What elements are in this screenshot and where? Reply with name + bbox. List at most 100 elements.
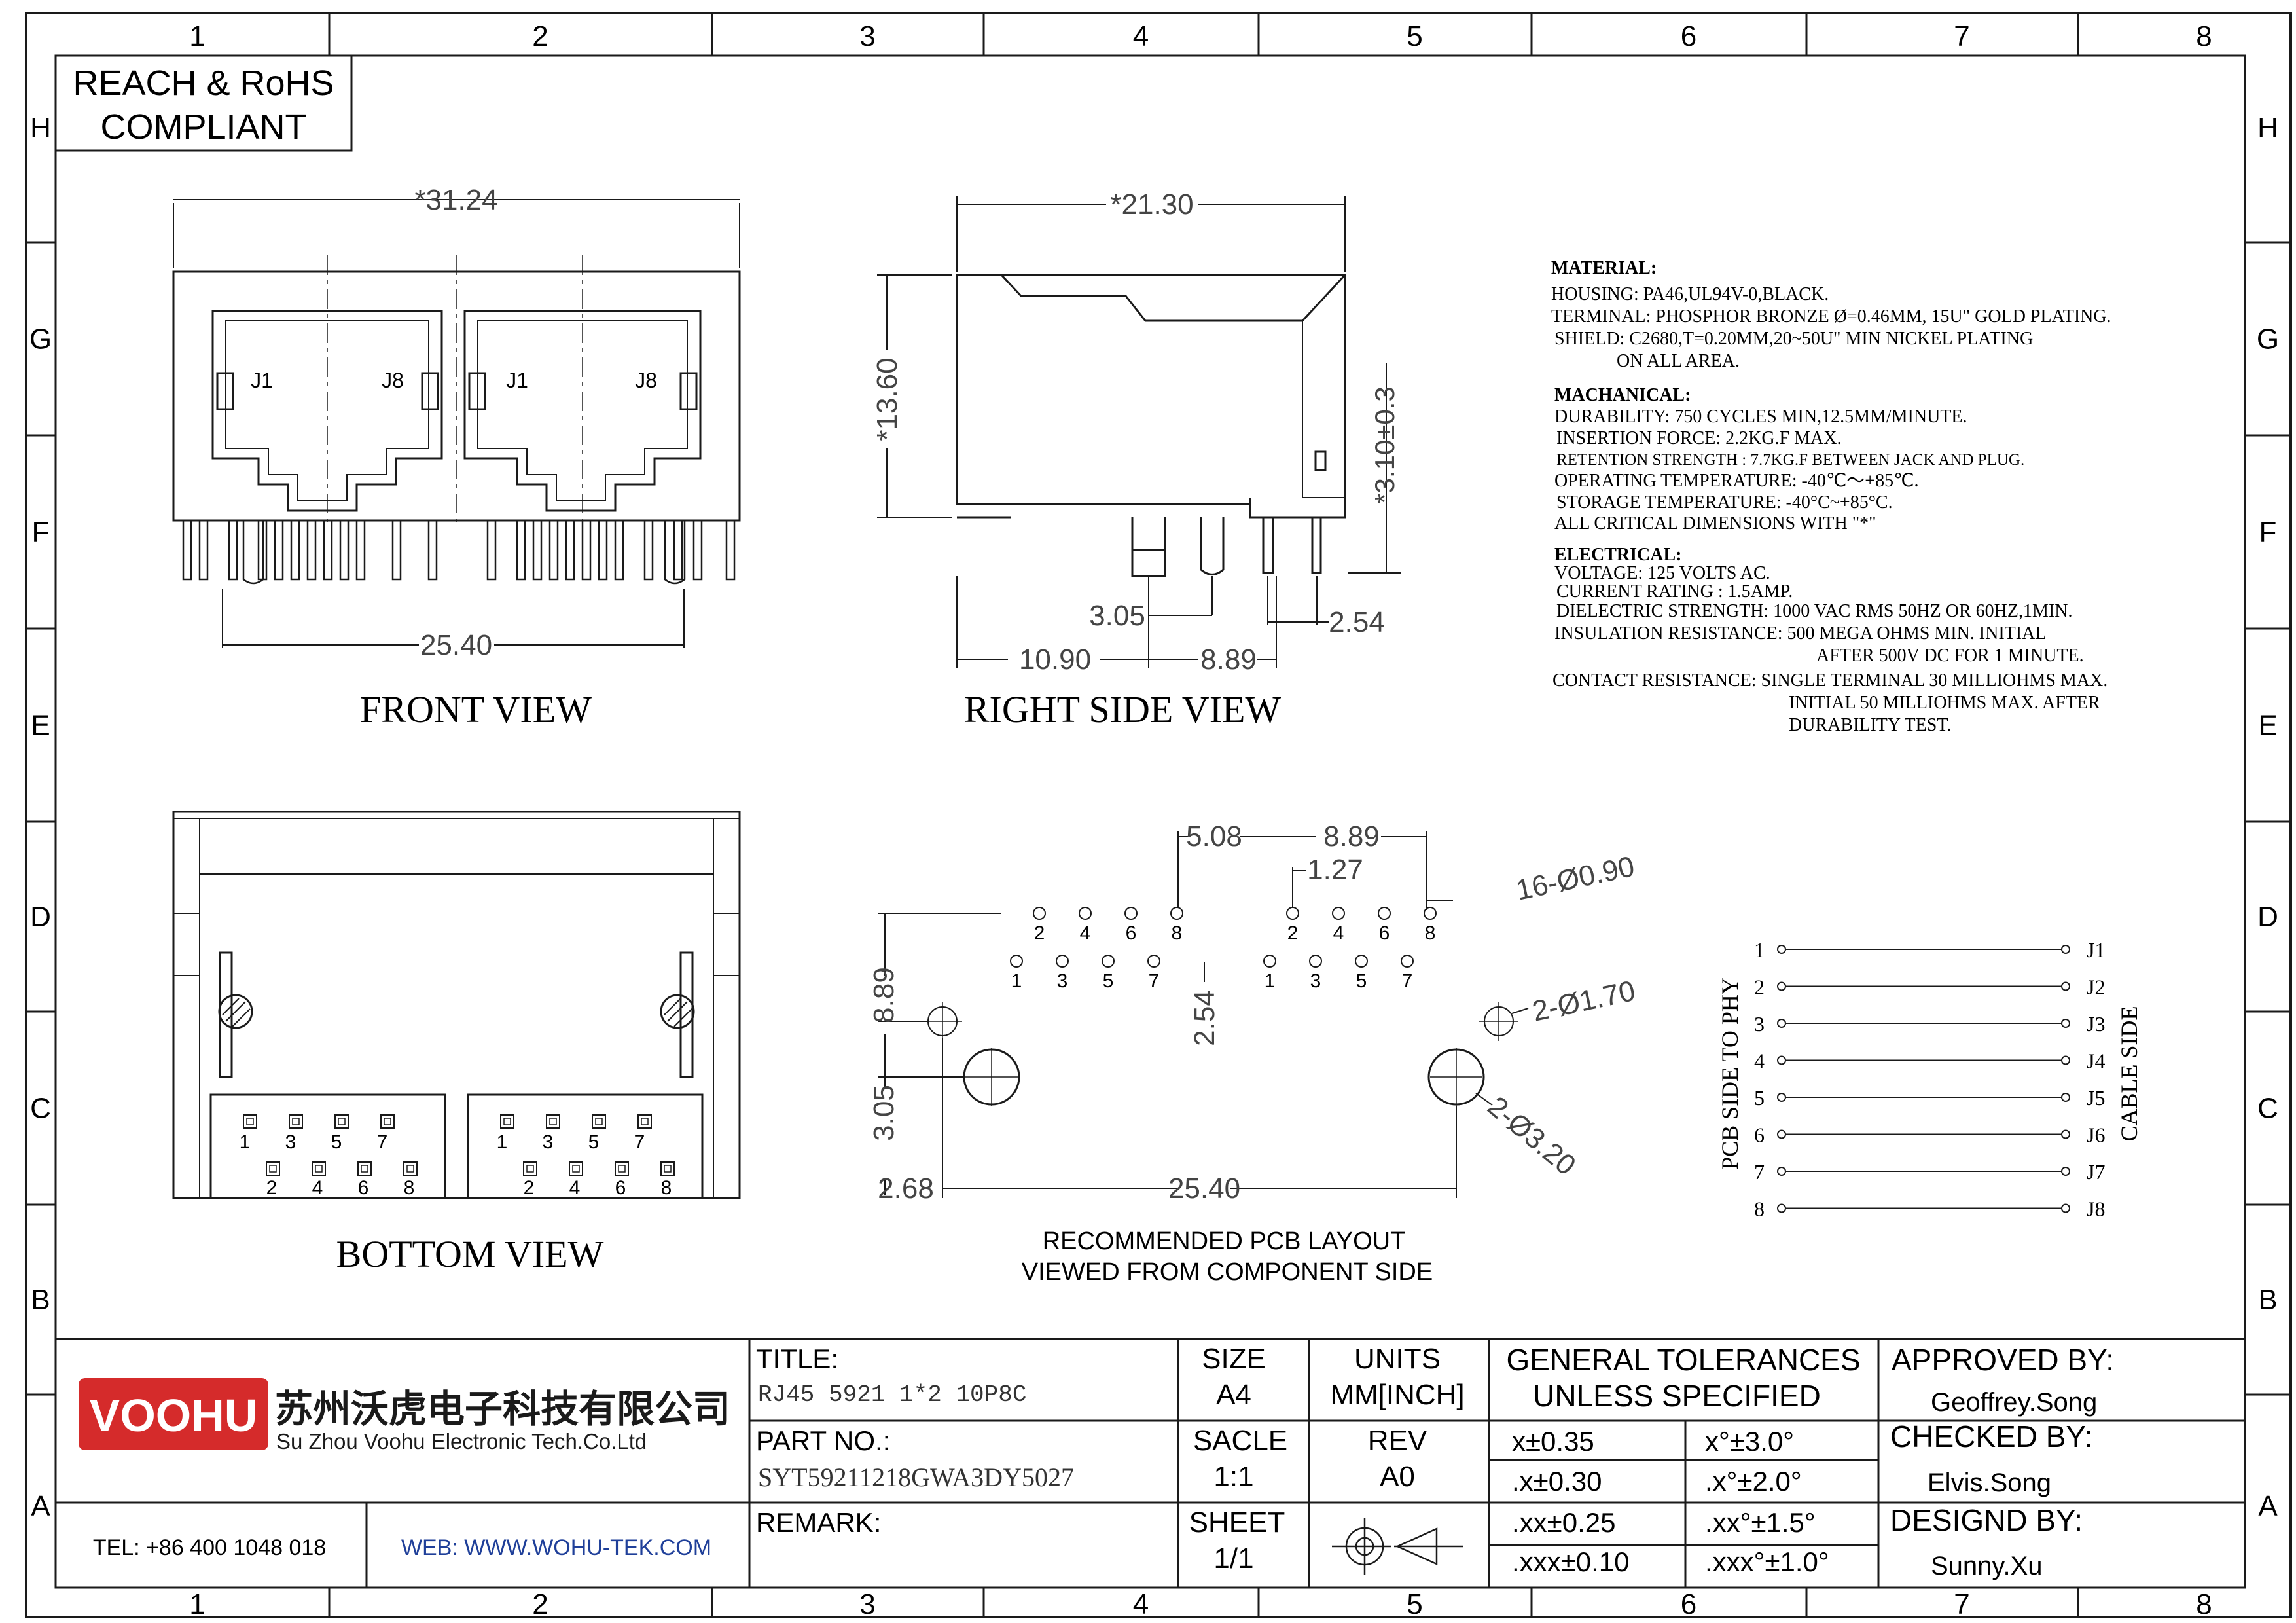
bottom-pin-label: 8 xyxy=(404,1177,415,1199)
grid-column-label: 3 xyxy=(859,20,875,52)
grid-column-label: 1 xyxy=(189,20,205,52)
bottom-pin-label: 3 xyxy=(285,1131,296,1153)
spec-mechanical-title: MACHANICAL: xyxy=(1554,385,1691,405)
tolerances-title-2: UNLESS SPECIFIED xyxy=(1533,1379,1821,1413)
wiring-node xyxy=(2061,1055,2070,1065)
bottom-pin-label: 6 xyxy=(615,1177,626,1199)
grid-column-label: 2 xyxy=(532,20,548,52)
front-label-j8-b: J8 xyxy=(635,369,657,392)
wiring-node xyxy=(2061,1093,2070,1102)
bottom-pad-inner xyxy=(361,1165,368,1173)
front-pin xyxy=(198,520,209,581)
designed-label: DESIGND BY: xyxy=(1890,1503,2083,1537)
tolerance-angular: .xx°±1.5° xyxy=(1705,1507,1816,1538)
sheet-label: SHEET xyxy=(1189,1506,1285,1539)
side-dim-1090: 10.90 xyxy=(1019,644,1091,676)
spec-electrical-line: VOLTAGE: 125 VOLTS AC. xyxy=(1554,563,1770,583)
pcb-hole xyxy=(1079,907,1092,920)
pcb-hole xyxy=(1286,907,1299,920)
wiring-cable-pin: J2 xyxy=(2087,976,2105,999)
bottom-pad xyxy=(660,1161,675,1176)
tolerance-linear: .xxx±0.10 xyxy=(1512,1546,1629,1577)
compliance-box xyxy=(54,54,353,152)
title-label: TITLE: xyxy=(756,1343,838,1374)
checked-value: Elvis.Song xyxy=(1928,1468,2051,1497)
right-side-view xyxy=(877,196,1401,668)
wiring-cable-pin: J1 xyxy=(2087,938,2105,962)
rev-value: A0 xyxy=(1380,1461,1415,1493)
front-pin xyxy=(391,520,402,581)
grid-column-label: 3 xyxy=(859,1588,875,1620)
front-view xyxy=(172,199,741,648)
spec-electrical-line: AFTER 500V DC FOR 1 MINUTE. xyxy=(1816,646,2084,666)
spec-electrical-line: INSULATION RESISTANCE: 500 MEGA OHMS MIN… xyxy=(1554,623,2046,644)
spec-material-line: ON ALL AREA. xyxy=(1617,351,1740,371)
pcb-hole xyxy=(1355,955,1368,968)
bottom-pin-label: 2 xyxy=(266,1177,278,1199)
wiring-node xyxy=(2061,981,2070,991)
front-pin xyxy=(614,520,624,581)
pcb-pin-label: 1 xyxy=(1011,970,1022,992)
wiring-pcb-pin: 7 xyxy=(1754,1160,1765,1184)
bottom-pin-label: 1 xyxy=(240,1131,251,1153)
pcb-dim-254: 2.54 xyxy=(1189,990,1221,1046)
pcb-hole xyxy=(1378,907,1391,920)
grid-row-label: D xyxy=(30,901,51,933)
grid-row-label: E xyxy=(31,710,50,742)
spec-electrical-line: DIELECTRIC STRENGTH: 1000 VAC RMS 50HZ O… xyxy=(1556,601,2072,621)
side-dim-length: *21.30 xyxy=(1110,189,1193,221)
wiring-pcb-pin: 2 xyxy=(1754,976,1765,999)
bottom-pin-label: 7 xyxy=(634,1131,645,1153)
title-value: RJ45 5921 1*2 10P8C xyxy=(758,1381,1026,1408)
front-label-j8-a: J8 xyxy=(382,369,404,392)
wiring-cable-pin: J7 xyxy=(2087,1160,2105,1184)
company-name-cn: 苏州沃虎电子科技有限公司 xyxy=(275,1388,730,1431)
front-pin xyxy=(692,520,703,581)
grid-row-label: B xyxy=(2258,1284,2277,1316)
grid-column-label: 1 xyxy=(189,1588,205,1620)
pcb-hole xyxy=(1263,955,1276,968)
pcb-dim-2540: 25.40 xyxy=(1168,1173,1240,1205)
bottom-pad xyxy=(569,1161,583,1176)
grid-column-label: 8 xyxy=(2196,1588,2212,1620)
part-number-label: PART NO.: xyxy=(756,1425,890,1456)
tolerance-linear: .x±0.30 xyxy=(1512,1466,1602,1497)
wiring-node xyxy=(2061,1167,2070,1176)
wiring-pcb-pin: 6 xyxy=(1754,1123,1765,1147)
spec-mechanical-line: OPERATING TEMPERATURE: -40℃～+85℃. xyxy=(1554,471,1919,491)
tolerances-title-1: GENERAL TOLERANCES xyxy=(1506,1343,1860,1377)
grid-row-label: C xyxy=(30,1093,51,1125)
pcb-pin-label: 3 xyxy=(1310,970,1321,992)
grid-row-label: B xyxy=(31,1284,50,1316)
spec-mechanical-line: STORAGE TEMPERATURE: -40°C~+85°C. xyxy=(1556,492,1893,513)
grid-column-label: 6 xyxy=(1681,1588,1696,1620)
bottom-pad xyxy=(523,1161,537,1176)
grid-row-label: C xyxy=(2257,1093,2278,1125)
bottom-pin-label: 8 xyxy=(661,1177,672,1199)
bottom-pad xyxy=(637,1114,652,1129)
grid-row-label: H xyxy=(2257,112,2278,144)
contact-tel: TEL: +86 400 1048 018 xyxy=(93,1535,326,1560)
front-label-j1-b: J1 xyxy=(506,369,528,392)
bottom-pin-label: 6 xyxy=(358,1177,369,1199)
wiring-node xyxy=(2061,945,2070,954)
bottom-pin-label: 1 xyxy=(497,1131,508,1153)
bottom-pad xyxy=(357,1161,372,1176)
front-pin xyxy=(306,520,317,581)
bottom-pad xyxy=(592,1114,606,1129)
voohu-logo-badge xyxy=(79,1378,268,1450)
designed-value: Sunny.Xu xyxy=(1931,1552,2043,1580)
part-number-value: SYT59211218GWA3DY5027 xyxy=(758,1463,1074,1492)
projection-symbol-icon xyxy=(1332,1518,1463,1575)
grid-column-label: 5 xyxy=(1407,1588,1422,1620)
wiring-node xyxy=(2061,1129,2070,1139)
spec-mechanical-line: DURABILITY: 750 CYCLES MIN,12.5MM/MINUTE… xyxy=(1554,407,1967,427)
bottom-pad-inner xyxy=(572,1165,580,1173)
pcb-caption-line-1: RECOMMENDED PCB LAYOUT xyxy=(1043,1228,1406,1255)
bottom-pad xyxy=(266,1161,280,1176)
pcb-dim-305: 3.05 xyxy=(868,1085,900,1141)
pcb-dim-268: 2.68 xyxy=(878,1173,934,1205)
pcb-hole xyxy=(1010,955,1023,968)
